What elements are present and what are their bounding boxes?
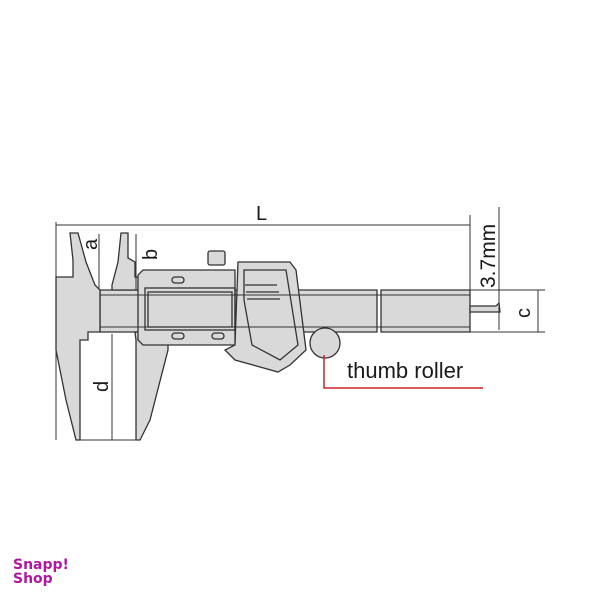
thumb-roller-label: thumb roller bbox=[347, 358, 463, 383]
button-bottom-right[interactable] bbox=[211, 332, 225, 340]
button-top[interactable] bbox=[171, 276, 185, 284]
length-label: L bbox=[256, 203, 267, 225]
b-label: b bbox=[140, 249, 162, 260]
main-beam-right bbox=[380, 289, 471, 333]
lock-screw-icon[interactable] bbox=[207, 250, 226, 266]
depth-rod bbox=[469, 301, 501, 313]
sliding-lower-jaw bbox=[134, 331, 169, 441]
fixed-jaw bbox=[55, 232, 101, 441]
a-label: a bbox=[80, 238, 102, 250]
thumb-roller[interactable] bbox=[309, 327, 341, 359]
logo-line1: Snapp! bbox=[13, 557, 69, 573]
thumb-roller-leader bbox=[323, 355, 483, 389]
sliding-upper-jaw bbox=[111, 232, 151, 291]
button-bottom-left[interactable] bbox=[171, 332, 185, 340]
logo-line2: Shop bbox=[13, 571, 53, 587]
c-label: c bbox=[513, 308, 535, 318]
display-bezel bbox=[144, 287, 236, 331]
watermark-logo: Snapp! Shop bbox=[13, 558, 69, 586]
rod-width-label: 3.7mm bbox=[477, 224, 500, 288]
display-screen bbox=[147, 291, 233, 328]
d-label: d bbox=[91, 381, 113, 392]
